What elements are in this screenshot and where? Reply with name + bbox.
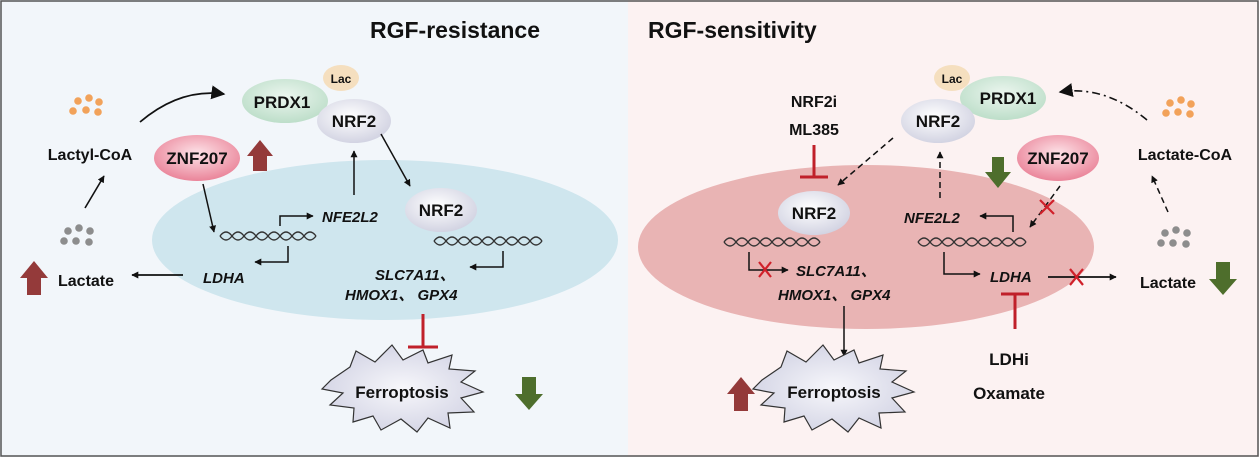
- left-prdx1-shape: [242, 79, 328, 123]
- right-lactate-coa-label: Lactate-CoA: [1138, 147, 1233, 164]
- left-lactate-dots: [60, 224, 94, 246]
- right-lac-shape: [934, 65, 970, 91]
- right-ldha-label: LDHA: [990, 269, 1032, 286]
- left-ferroptosis-down-arrow: [515, 377, 543, 410]
- left-targets-line2: HMOX1、 GPX4: [345, 287, 458, 304]
- left-nrf2-complex-label: NRF2: [332, 112, 376, 131]
- right-nrf2i-label: NRF2i: [791, 94, 837, 111]
- left-inhibit-ferroptosis: [408, 314, 438, 349]
- right-lactate-label: Lactate: [1140, 275, 1196, 292]
- left-arrow-targets-transcription: [469, 251, 504, 271]
- left-znf207-label: ZNF207: [166, 149, 227, 168]
- right-ml385-label: ML385: [789, 122, 839, 139]
- right-znf207-label: ZNF207: [1027, 149, 1088, 168]
- right-block-x-znf207: [1039, 199, 1055, 215]
- left-znf207-up-arrow: [247, 140, 273, 171]
- left-dna-helix: [219, 231, 317, 241]
- left-ldha-label: LDHA: [203, 270, 245, 287]
- right-prdx1-shape: [960, 76, 1046, 120]
- left-lac-shape: [323, 65, 359, 91]
- right-block-x-targets: [758, 261, 772, 278]
- right-ldhi-label: LDHi: [989, 350, 1029, 369]
- left-lactyl-coa-dots: [69, 94, 103, 116]
- right-targets-line2: HMOX1、 GPX4: [778, 287, 891, 304]
- left-arrow-nfe2l2-transcription: [279, 212, 314, 226]
- right-title: RGF-sensitivity: [648, 17, 817, 43]
- right-inhibit-ldha: [1001, 292, 1029, 329]
- left-prdx1-label: PRDX1: [254, 93, 311, 112]
- left-lactyl-coa-label: Lactyl-CoA: [48, 147, 133, 164]
- left-dna-helix-2: [433, 236, 543, 246]
- right-nrf2-complex-label: NRF2: [916, 112, 960, 131]
- left-nfe2l2-label: NFE2L2: [322, 209, 379, 226]
- left-nucleus: [152, 160, 618, 320]
- left-lac-label: Lac: [331, 72, 352, 86]
- right-block-x-lactate: [1069, 268, 1084, 286]
- right-dna-helix-2: [917, 237, 1027, 247]
- right-arrow-nfe2l2-transcription: [979, 212, 1014, 232]
- right-lac-label: Lac: [942, 72, 963, 86]
- right-nrf2-nuclear-label: NRF2: [792, 204, 836, 223]
- left-nrf2-nuclear-label: NRF2: [419, 201, 463, 220]
- left-targets-line1: SLC7A11、: [375, 267, 455, 284]
- right-lactate-dots: [1157, 226, 1191, 248]
- right-lactate-down-arrow: [1209, 262, 1237, 295]
- right-nfe2l2-label: NFE2L2: [904, 210, 961, 227]
- right-dna-helix-1: [723, 237, 821, 247]
- right-nucleus: [638, 165, 1094, 329]
- left-nrf2-complex-shape: [317, 99, 391, 143]
- right-arrow-lactatecoa-to-prdx1: [1058, 83, 1148, 121]
- left-title: RGF-resistance: [370, 17, 540, 43]
- right-ferroptosis-star: [751, 344, 916, 433]
- left-znf207-shape: [154, 135, 240, 181]
- right-arrow-ldha-transcription: [943, 252, 981, 278]
- left-arrow-lactate-to-lactylcoa: [84, 175, 105, 209]
- right-prdx1-label: PRDX1: [980, 89, 1037, 108]
- right-znf207-down-arrow: [985, 157, 1011, 188]
- right-nrf2-nuclear-shape: [778, 191, 850, 235]
- right-arrow-nrf2-to-nucleus: [837, 137, 894, 186]
- left-arrow-lactylcoa-to-prdx1: [139, 85, 226, 123]
- right-nrf2-complex-shape: [901, 99, 975, 143]
- right-targets-line1: SLC7A11、: [796, 263, 876, 280]
- left-lactate-label: Lactate: [58, 273, 114, 290]
- left-arrow-nrf2-to-nucleus: [380, 133, 411, 187]
- left-arrow-znf207-to-dna: [202, 183, 217, 233]
- left-nrf2-nuclear-shape: [405, 188, 477, 232]
- right-lactate-coa-dots: [1162, 96, 1195, 118]
- left-ferroptosis-star: [320, 344, 485, 433]
- right-znf207-shape: [1017, 135, 1099, 181]
- right-ferroptosis-up-arrow: [727, 377, 755, 411]
- left-arrow-ldha-transcription: [254, 246, 289, 266]
- left-lactate-up-arrow: [20, 261, 48, 295]
- right-oxamate-label: Oxamate: [973, 384, 1045, 403]
- left-ferroptosis-label: Ferroptosis: [355, 383, 449, 402]
- right-ferroptosis-label: Ferroptosis: [787, 383, 881, 402]
- right-arrow-lactate-to-lactatecoa: [1151, 175, 1169, 213]
- right-inhibit-nrf2: [800, 145, 828, 179]
- right-arrow-targets-blocked: [748, 252, 789, 274]
